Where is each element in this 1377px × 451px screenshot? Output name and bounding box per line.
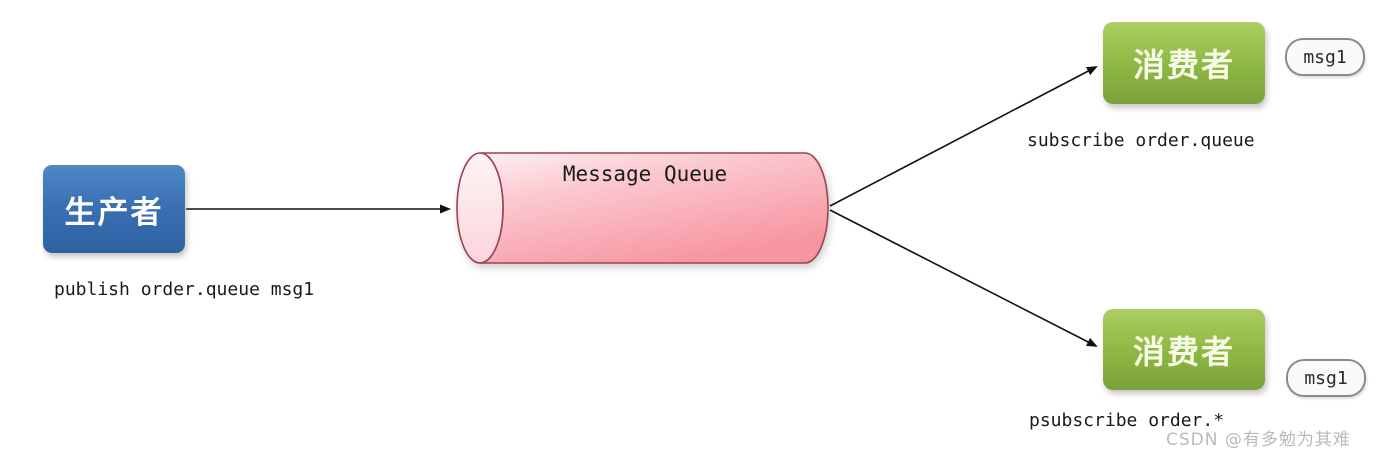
consumer-bottom-label: 消费者	[1132, 332, 1235, 371]
consumer-top-node: 消费者	[1103, 22, 1265, 104]
csdn-watermark: CSDN @有多勉为其难	[1166, 430, 1351, 450]
queue-cylinder-cap	[456, 152, 504, 264]
msg-badge-bottom-label: msg1	[1304, 367, 1348, 389]
subscribe-caption: subscribe order.queue	[1027, 130, 1255, 151]
publish-caption: publish order.queue msg1	[54, 279, 315, 300]
producer-node: 生产者	[43, 165, 185, 253]
arrow-queue-to-consumer-top	[829, 66, 1098, 207]
msg-badge-bottom: msg1	[1286, 359, 1366, 397]
consumer-top-label: 消费者	[1132, 46, 1235, 84]
msg-badge-top: msg1	[1285, 38, 1365, 76]
arrow-queue-to-consumer-bottom	[829, 209, 1098, 347]
producer-label: 生产者	[64, 194, 164, 231]
queue-label: Message Queue	[562, 162, 728, 186]
consumer-bottom-node: 消费者	[1103, 309, 1265, 390]
msg-badge-top-label: msg1	[1303, 46, 1347, 68]
queue-cylinder	[456, 152, 829, 264]
psubscribe-caption: psubscribe order.*	[1029, 410, 1225, 431]
